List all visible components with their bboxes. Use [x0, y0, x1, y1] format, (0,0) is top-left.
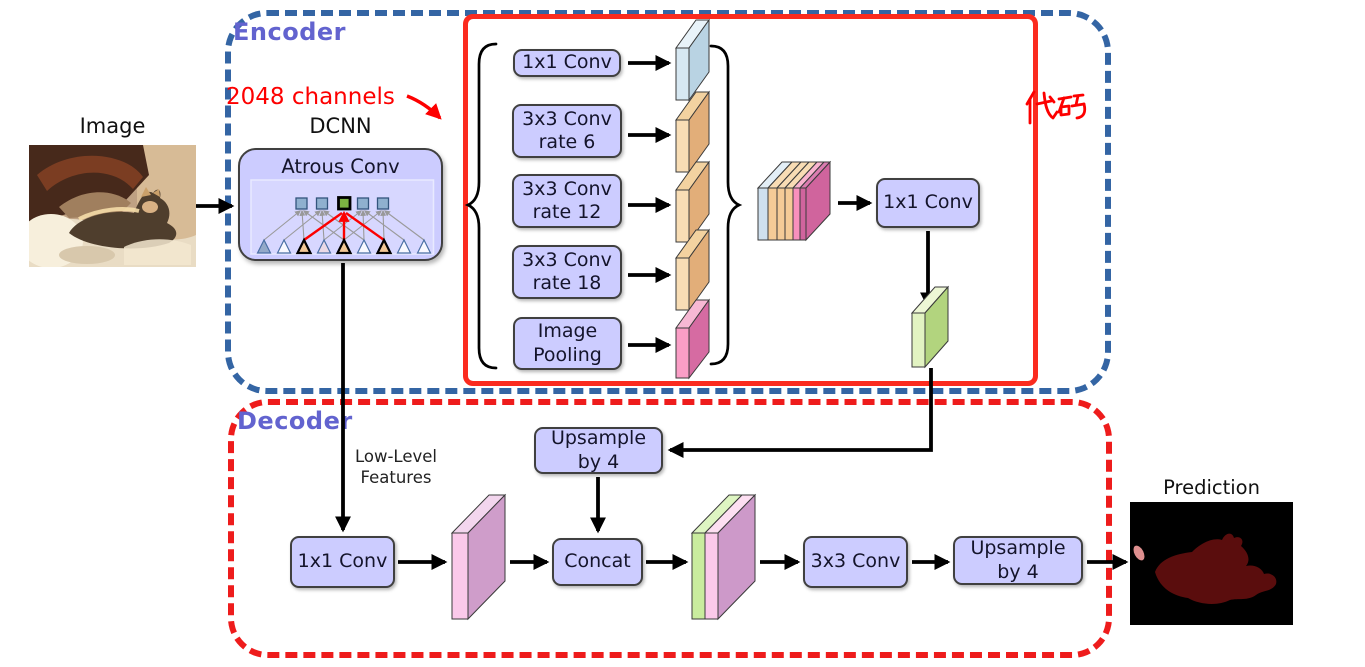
- decoder-concat: Concat: [552, 538, 643, 586]
- decoder-region-label: Decoder: [237, 407, 353, 435]
- prediction-label: Prediction: [1163, 476, 1260, 499]
- decoder-upsample-by-4-top: Upsample by 4: [534, 427, 663, 474]
- image-label: Image: [79, 114, 146, 138]
- encoder-region-label: Encoder: [233, 18, 346, 46]
- atrous-convolution-sketch: [250, 179, 435, 255]
- atrous-conv-label: Atrous Conv: [281, 155, 400, 178]
- aspp-branch-3x3-rate6: 3x3 Conv rate 6: [512, 104, 622, 158]
- aspp-branch-1x1-conv: 1x1 Conv: [513, 49, 621, 77]
- input-cat-photo: [29, 145, 196, 267]
- decoder-upsample-by-4-out: Upsample by 4: [953, 536, 1083, 585]
- aspp-branch-image-pooling: Image Pooling: [513, 317, 622, 370]
- dcnn-atrous-conv-box: Atrous Conv: [238, 148, 443, 261]
- decoder-region-outline: [228, 399, 1112, 658]
- encoder-projection-1x1-conv: 1x1 Conv: [876, 178, 980, 228]
- dcnn-title: DCNN: [309, 114, 372, 138]
- low-level-features-label: Low-Level Features: [354, 447, 437, 487]
- decoder-3x3-conv: 3x3 Conv: [803, 536, 908, 588]
- decoder-1x1-conv: 1x1 Conv: [290, 536, 395, 588]
- prediction-segmentation-mask: [1130, 502, 1293, 625]
- aspp-branch-3x3-rate12: 3x3 Conv rate 12: [512, 174, 622, 228]
- channels-annotation: 2048 channels: [226, 84, 395, 110]
- aspp-branch-3x3-rate18: 3x3 Conv rate 18: [512, 245, 622, 299]
